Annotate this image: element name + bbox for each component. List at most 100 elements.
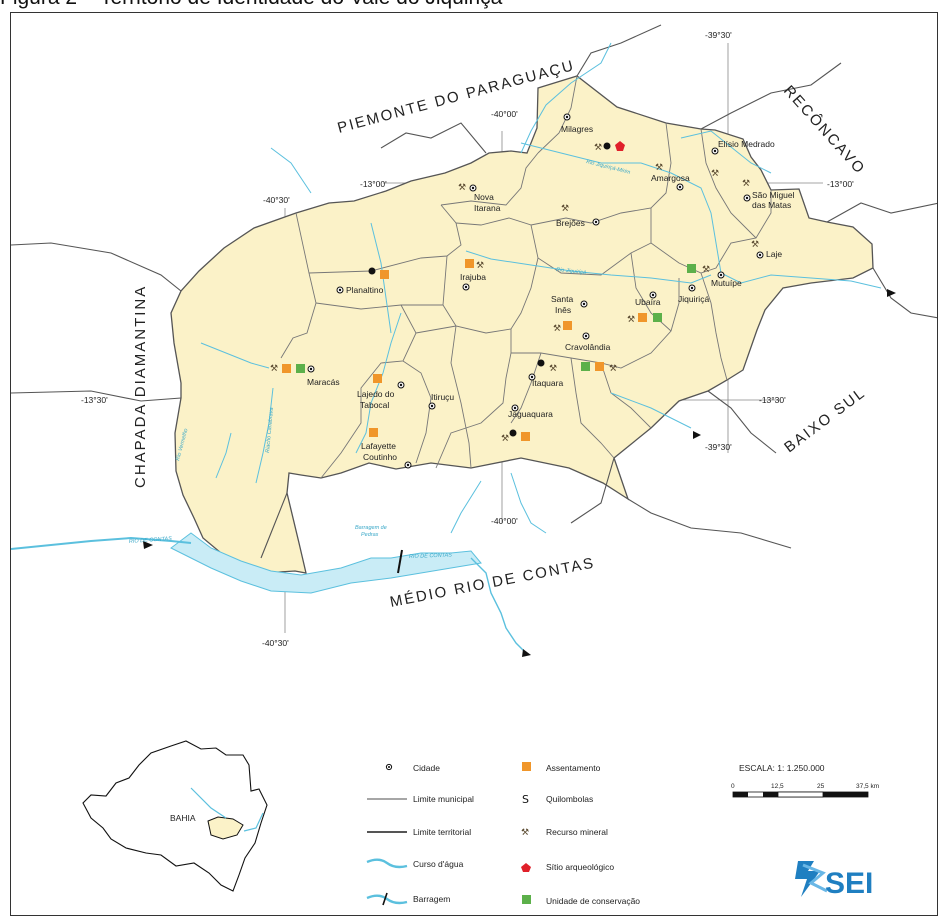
flow-arrows <box>143 289 896 657</box>
coord-lat-13-00-left: -13°00' <box>360 179 387 189</box>
scale-title: ESCALA: 1: 1.250.000 <box>739 763 825 773</box>
scale-tick-2: 25 <box>817 783 825 790</box>
city-cravolandia: Cravolândia <box>565 342 611 352</box>
legend-barragem: Barragem <box>413 894 450 904</box>
city-markers <box>307 113 764 469</box>
scale-tick-0: 0 <box>731 783 735 790</box>
city-lajedo-2: Tabocal <box>360 400 389 410</box>
legend-curso: Curso d'água <box>413 859 464 869</box>
river-label-contas-right: RIO DE CONTAS <box>409 552 452 560</box>
quilombola-markers <box>368 142 611 437</box>
svg-text:⚒: ⚒ <box>549 364 557 374</box>
svg-text:⚒: ⚒ <box>711 169 719 179</box>
region-reconcavo: RECÔNCAVO <box>780 82 869 178</box>
svg-text:⚒: ⚒ <box>501 434 509 444</box>
river-label-jiquirica: Rio Jiquiriçá <box>556 267 586 276</box>
river-label-contas-left: RIO DE CONTAS <box>129 536 173 545</box>
city-planaltino: Planaltino <box>346 285 384 295</box>
city-milagres: Milagres <box>561 124 593 134</box>
legend-limite-municipal: Limite municipal <box>413 794 474 804</box>
coord-lat-13-00-right: -13°00' <box>827 179 854 189</box>
coord-lon-40-00-bottom: -40°00' <box>491 516 518 526</box>
rio-de-contas-lower <box>470 557 527 654</box>
city-itaquara: Itaquara <box>532 378 563 388</box>
city-mutuipe: Mutuípe <box>711 278 742 288</box>
sitio-marker <box>615 141 625 151</box>
city-maracas: Maracás <box>307 377 340 387</box>
legend-cidade: Cidade <box>413 763 440 773</box>
legend-quilombolas-symbol: S <box>522 793 529 806</box>
region-chapada: CHAPADA DIAMANTINA <box>132 285 149 488</box>
rivers <box>200 42 882 534</box>
municipal-boundaries <box>280 75 772 479</box>
svg-text:⚒: ⚒ <box>627 315 635 325</box>
scale-tick-3: 37,5 km <box>856 783 879 790</box>
legend-limite-territorial: Limite territorial <box>413 827 471 837</box>
city-ubaira: Ubaíra <box>635 297 661 307</box>
city-santa-2: Inês <box>555 305 571 315</box>
city-santa-1: Santa <box>551 294 573 304</box>
coord-lon-39-30-top: -39°30' <box>705 30 732 40</box>
legend-quilombolas: Quilombolas <box>546 794 593 804</box>
river-label-barragem: Barragem de <box>355 525 387 531</box>
city-jiquirica: Jiquiriçá <box>678 294 709 304</box>
svg-text:⚒: ⚒ <box>742 179 750 189</box>
city-jaguaquara: Jaguaquara <box>508 409 553 419</box>
coord-lon-39-30-bottom: -39°30' <box>705 442 732 452</box>
svg-text:⚒: ⚒ <box>594 143 602 153</box>
svg-text:⚒: ⚒ <box>270 364 278 374</box>
legend-curso-symbol <box>366 858 408 869</box>
inset-map-bahia: BAHIA <box>82 740 268 892</box>
city-elisio: Elísio Medrado <box>718 139 775 149</box>
map-frame: PIEMONTE DO PARAGUAÇU RECÔNCAVO CHAPADA … <box>10 12 938 916</box>
coord-lon-40-30-bottom: -40°30' <box>262 638 289 648</box>
city-brejoes: Brejões <box>556 218 585 228</box>
reservoir <box>170 532 482 594</box>
territory-outline <box>170 75 874 574</box>
inset-label-bahia: BAHIA <box>170 813 196 823</box>
svg-text:⚒: ⚒ <box>751 240 759 250</box>
legend: Cidade Limite municipal Limite territori… <box>366 762 640 906</box>
mineral-markers: ⚒⚒⚒ ⚒⚒⚒ ⚒⚒⚒ ⚒⚒⚒ ⚒⚒⚒ <box>270 143 759 444</box>
territory-map: PIEMONTE DO PARAGUAÇU RECÔNCAVO CHAPADA … <box>11 24 937 906</box>
scale-tick-1: 12,5 <box>771 783 784 790</box>
legend-assentamento-symbol <box>522 762 531 771</box>
river-label-pedras: Pedras <box>361 532 379 538</box>
river-label-riacho: Riacho Canabrava <box>265 407 275 453</box>
city-sao-miguel-1: São Miguel <box>752 190 795 200</box>
territorial-boundaries <box>11 24 937 559</box>
legend-mineral-symbol: ⚒ <box>521 828 529 838</box>
coord-lat-13-30-left: -13°30' <box>81 395 108 405</box>
legend-unidade: Unidade de conservação <box>546 896 640 906</box>
legend-barragem-symbol <box>366 894 408 905</box>
sei-logo-text: SEI <box>825 867 873 900</box>
city-amargosa: Amargosa <box>651 173 690 183</box>
legend-assentamento: Assentamento <box>546 763 601 773</box>
city-nova-2: Itarana <box>474 203 501 213</box>
legend-sitio-symbol <box>521 863 531 872</box>
barragem-marker <box>397 549 403 574</box>
unidade-markers <box>296 264 696 373</box>
svg-text:⚒: ⚒ <box>458 183 466 193</box>
city-lafayette-2: Coutinho <box>363 452 397 462</box>
city-irajuba: Irajuba <box>460 272 486 282</box>
legend-sitio: Sítio arqueológico <box>546 862 614 872</box>
city-nova-1: Nova <box>474 192 494 202</box>
city-lafayette-1: Lafayette <box>361 441 396 451</box>
sei-logo: SEI <box>795 861 873 900</box>
city-lajedo-1: Lajedo do <box>357 389 395 399</box>
svg-text:⚒: ⚒ <box>476 261 484 271</box>
city-sao-miguel-2: das Matas <box>752 200 791 210</box>
coord-lon-40-30-top: -40°30' <box>263 195 290 205</box>
svg-text:⚒: ⚒ <box>553 324 561 334</box>
city-laje: Laje <box>766 249 782 259</box>
city-itirucu: Itiruçu <box>431 392 454 402</box>
svg-text:⚒: ⚒ <box>702 265 710 275</box>
figure-title: Figura 2 – Território de Identidade do V… <box>0 0 502 10</box>
region-baixo-sul: BAIXO SUL <box>781 384 869 456</box>
coord-lat-13-30-right: -13°30' <box>759 395 786 405</box>
rio-de-contas <box>11 536 192 550</box>
legend-unidade-symbol <box>522 895 531 904</box>
assentamento-markers <box>282 259 647 441</box>
coord-lon-40-00-top: -40°00' <box>491 109 518 119</box>
